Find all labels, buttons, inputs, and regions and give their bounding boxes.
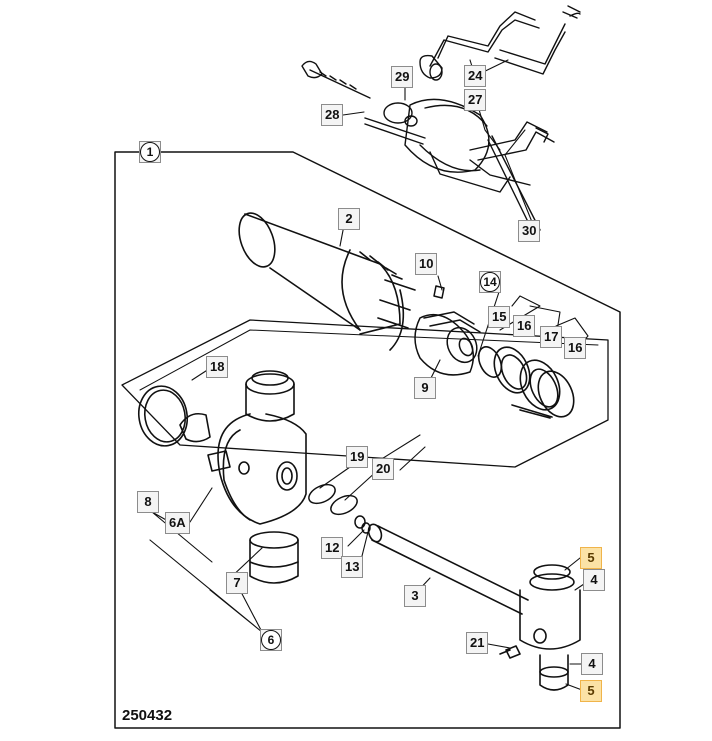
callout-18: 18 [206,356,229,378]
callout-15: 15 [488,306,511,328]
callout-6: 6 [260,629,282,651]
callout-21: 21 [466,632,489,654]
callout-17: 17 [540,326,563,348]
piston-rod-3 [367,523,581,691]
seals-15-17 [477,346,575,419]
callout-12: 12 [321,537,344,559]
callout-5-a: 5 [580,547,602,569]
callout-4-b: 4 [581,653,603,675]
callout-28: 28 [321,104,344,126]
callout-30: 30 [518,220,541,242]
callout-2: 2 [338,208,360,230]
callout-9: 9 [414,377,436,399]
callout-16-b: 16 [564,337,587,359]
callout-5-b: 5 [580,680,602,702]
small-seals [308,483,371,534]
callout-10: 10 [415,253,438,275]
callout-13: 13 [341,556,364,578]
callout-3: 3 [404,585,426,607]
drawing-number: 250432 [122,707,173,724]
cylinder-barrel-2 [238,212,416,351]
callout-16-a: 16 [513,315,536,337]
callout-6a: 6A [165,512,190,534]
cylinder-head-8 [137,370,307,584]
callout-1: 1 [139,141,161,163]
callout-4-a: 4 [583,569,605,591]
callout-29: 29 [391,66,414,88]
callout-8: 8 [137,491,159,513]
assembly-1-outline [114,151,621,729]
callout-7: 7 [226,572,248,594]
callout-27: 27 [464,89,487,111]
callout-24: 24 [464,65,487,87]
callout-20: 20 [372,458,395,480]
seal-kit-outline [121,319,609,468]
valve-assembly [301,5,581,231]
piston-9 [414,285,481,376]
callout-14: 14 [479,271,501,293]
callout-19: 19 [346,446,369,468]
